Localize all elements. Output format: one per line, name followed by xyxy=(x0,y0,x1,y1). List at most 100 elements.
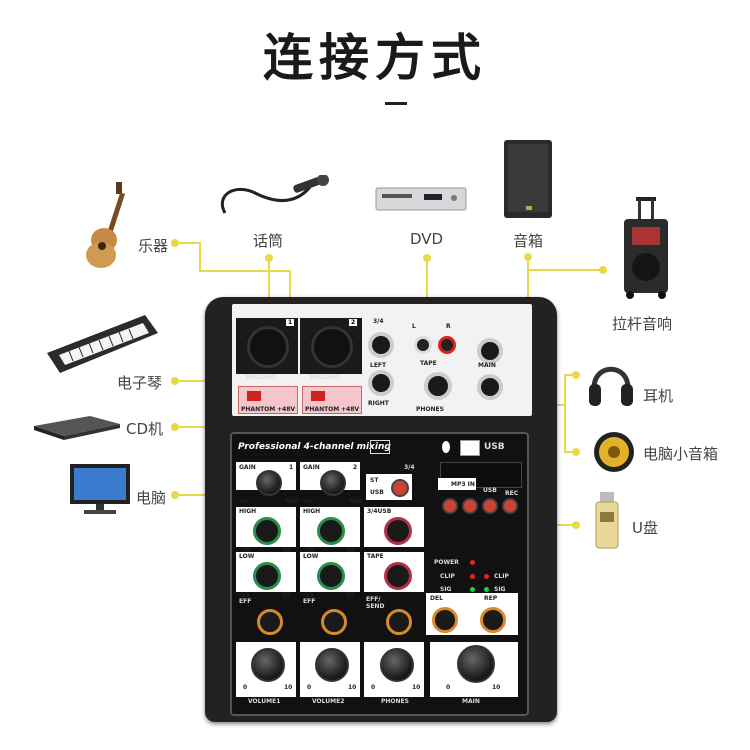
right-input-jack[interactable] xyxy=(368,370,394,396)
gain-label-ch2: GAIN xyxy=(303,464,320,471)
keyboard-icon xyxy=(45,313,160,379)
high-max-ch1: 15 xyxy=(282,547,291,554)
label-dvd: DVD xyxy=(410,230,444,248)
ch1-number: 1 xyxy=(286,319,295,326)
volume1-min: 0 xyxy=(243,684,248,691)
high-max-ch2: 15 xyxy=(346,547,355,554)
usb-port[interactable] xyxy=(460,440,480,456)
title-underline xyxy=(385,102,407,105)
main-min: 0 xyxy=(446,684,451,691)
main-max: 10 xyxy=(492,684,501,691)
high-label-ch2: HIGH xyxy=(303,508,321,515)
volume2-knob[interactable] xyxy=(315,648,349,682)
tape-level-knob[interactable] xyxy=(384,562,412,590)
repeat-knob[interactable] xyxy=(480,607,506,633)
high-knob-ch1[interactable] xyxy=(253,517,281,545)
next-button[interactable] xyxy=(482,498,498,514)
eff-label-ch1: EFF xyxy=(239,598,252,605)
volume2-label: VOLUME2 xyxy=(312,698,345,705)
st-usb-button[interactable] xyxy=(391,479,409,497)
label-microphone: 话筒 xyxy=(253,232,284,250)
volume1-max: 10 xyxy=(284,684,293,691)
mic-line-label-ch2: MIC/LINE xyxy=(310,374,340,381)
xlr-jack-ch1[interactable] xyxy=(247,326,289,368)
tape-l-rca[interactable] xyxy=(414,336,432,354)
tape-r-rca[interactable] xyxy=(438,336,456,354)
trolley-speaker-icon xyxy=(620,195,672,304)
main-right-jack[interactable] xyxy=(477,374,503,400)
phantom-switch-ch2[interactable] xyxy=(302,386,362,414)
gain-max-ch1: 0dB xyxy=(285,498,299,505)
low-min-ch2: -15 xyxy=(303,592,314,599)
sig-led-left xyxy=(470,587,475,592)
eff-knob-ch2[interactable] xyxy=(321,609,347,635)
main-volume-knob[interactable] xyxy=(457,645,495,683)
gain-max-ch2: 0dB xyxy=(349,498,363,505)
prev-button[interactable] xyxy=(462,498,478,514)
low-knob-ch2[interactable] xyxy=(317,562,345,590)
low-label-ch1: LOW xyxy=(239,553,255,560)
usb34-label: 3/4USB xyxy=(367,508,392,515)
gain-knob-ch2[interactable] xyxy=(320,470,346,496)
phantom-48v-ch2: +48V xyxy=(341,406,360,413)
clip-label-right: CLIP xyxy=(494,573,509,580)
eff-send-knob[interactable] xyxy=(386,609,412,635)
power-led xyxy=(470,560,475,565)
low-knob-ch1[interactable] xyxy=(253,562,281,590)
sig-label-left: SIG xyxy=(440,586,452,593)
low-max-ch2: 15 xyxy=(346,592,355,599)
xlr-jack-ch2[interactable] xyxy=(311,326,353,368)
label-trolley-speaker: 拉杆音响 xyxy=(612,315,673,333)
phantom-48v-ch1: +48V xyxy=(277,406,296,413)
left-label: LEFT xyxy=(370,362,387,369)
volume1-knob[interactable] xyxy=(251,648,285,682)
left-input-jack[interactable] xyxy=(368,332,394,358)
phantom-switch-ch1[interactable] xyxy=(238,386,298,414)
label-usb-drive: U盘 xyxy=(632,519,658,537)
gain-min-ch1: -60 xyxy=(237,498,248,505)
gain-label-ch1: GAIN xyxy=(239,464,256,471)
tape-r-label: R xyxy=(446,323,451,330)
eff-knob-ch1[interactable] xyxy=(257,609,283,635)
gain-knob-ch1[interactable] xyxy=(256,470,282,496)
tape-label: TAPE xyxy=(420,360,437,367)
speaker-icon xyxy=(502,138,554,224)
label-pc-speaker: 电脑小音箱 xyxy=(643,445,719,463)
sig-label-right: SIG xyxy=(494,586,506,593)
usb34-knob[interactable] xyxy=(384,517,412,545)
low-label-ch2: LOW xyxy=(303,553,319,560)
delay-knob[interactable] xyxy=(432,607,458,633)
phones-jack[interactable] xyxy=(424,372,452,400)
rec-button[interactable] xyxy=(502,498,518,514)
eff-send-label: EFF/ SEND xyxy=(366,596,385,610)
usb-mode-label: USB xyxy=(483,487,497,494)
volume1-label: VOLUME1 xyxy=(248,698,281,705)
label-speaker: 音箱 xyxy=(513,232,544,250)
phantom-label-ch1: PHANTOM xyxy=(241,406,276,413)
sig-led-right xyxy=(484,587,489,592)
volume2-max: 10 xyxy=(348,684,357,691)
high-min-ch2: -15 xyxy=(303,547,314,554)
main-left-jack[interactable] xyxy=(477,338,503,364)
gain-ch2-number: 2 xyxy=(353,464,358,471)
volume2-min: 0 xyxy=(307,684,312,691)
st-label: ST xyxy=(370,477,379,484)
high-knob-ch2[interactable] xyxy=(317,517,345,545)
pc-speaker-icon xyxy=(592,430,636,478)
page-title: 连接方式 xyxy=(263,29,487,87)
clip-label-left: CLIP xyxy=(440,573,455,580)
right-label: RIGHT xyxy=(368,400,389,407)
cd-player-icon xyxy=(30,412,122,446)
ch34-section-label: 3/4 xyxy=(404,464,415,471)
usb-port-label: USB xyxy=(484,442,505,452)
computer-usb-icon xyxy=(370,440,390,454)
high-min-ch1: -15 xyxy=(239,547,250,554)
low-max-ch1: 15 xyxy=(282,592,291,599)
phantom-label-ch2: PHANTOM xyxy=(305,406,340,413)
play-pause-button[interactable] xyxy=(442,498,458,514)
phones-min: 0 xyxy=(371,684,376,691)
phones-max: 10 xyxy=(412,684,421,691)
mic-line-label-ch1: MIC/LINE xyxy=(246,374,276,381)
panel-title: Professional 4-channel mixing xyxy=(238,442,391,452)
phones-knob[interactable] xyxy=(380,648,414,682)
